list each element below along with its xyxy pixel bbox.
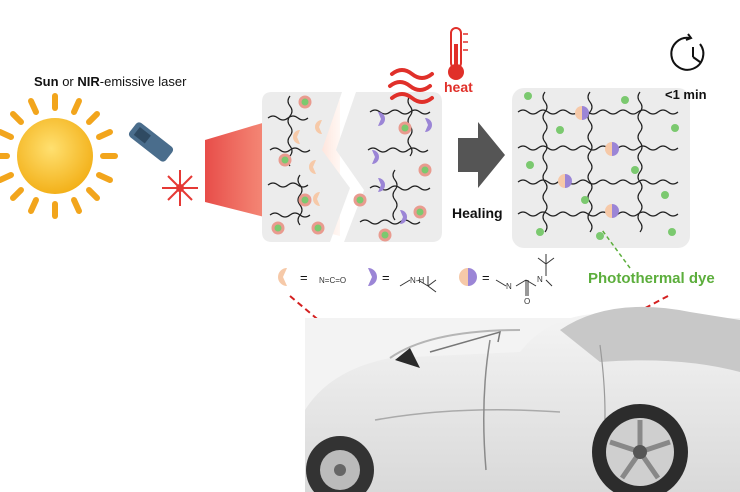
time-label: <1 min: [665, 87, 707, 102]
light-source-label: Sun or NIR-emissive laser: [34, 74, 186, 89]
or-word: or: [62, 74, 74, 89]
legend-amine-nh: N-H: [410, 276, 424, 285]
legend-urea-n-2: N: [537, 275, 543, 284]
legend-equals-3: =: [482, 270, 490, 285]
legend-isocyanate-formula: N=C=O: [319, 276, 346, 285]
dye-pointer-line: [601, 229, 631, 269]
healed-network-panel: [512, 88, 690, 248]
heat-label: heat: [444, 79, 473, 95]
thermometer-icon: [448, 27, 468, 80]
right-arrow-icon: [458, 122, 505, 188]
healing-label: Healing: [452, 205, 503, 221]
clock-icon: [670, 33, 705, 71]
legend-urea-n-1: N: [506, 282, 512, 291]
chemistry-legend: [278, 254, 555, 296]
sun-word: Sun: [34, 74, 59, 89]
amine-half-icon: [368, 268, 377, 286]
legend-urea-o: O: [524, 297, 530, 306]
laser-pointer-icon: [128, 122, 198, 206]
legend-equals-1: =: [300, 270, 308, 285]
nir-word: NIR: [77, 74, 100, 89]
car-illustration: [305, 306, 740, 492]
damaged-network-panel: [262, 92, 442, 242]
urea-right-half-icon: [468, 268, 477, 286]
heat-waves-icon: [388, 68, 434, 104]
photothermal-dye-label: Photothermal dye: [588, 270, 715, 287]
legend-equals-2: =: [382, 270, 390, 285]
isocyanate-half-icon: [278, 268, 287, 286]
emissive-laser-word: -emissive laser: [99, 74, 187, 89]
urea-left-half-icon: [459, 268, 468, 286]
sun-icon: [0, 93, 118, 219]
